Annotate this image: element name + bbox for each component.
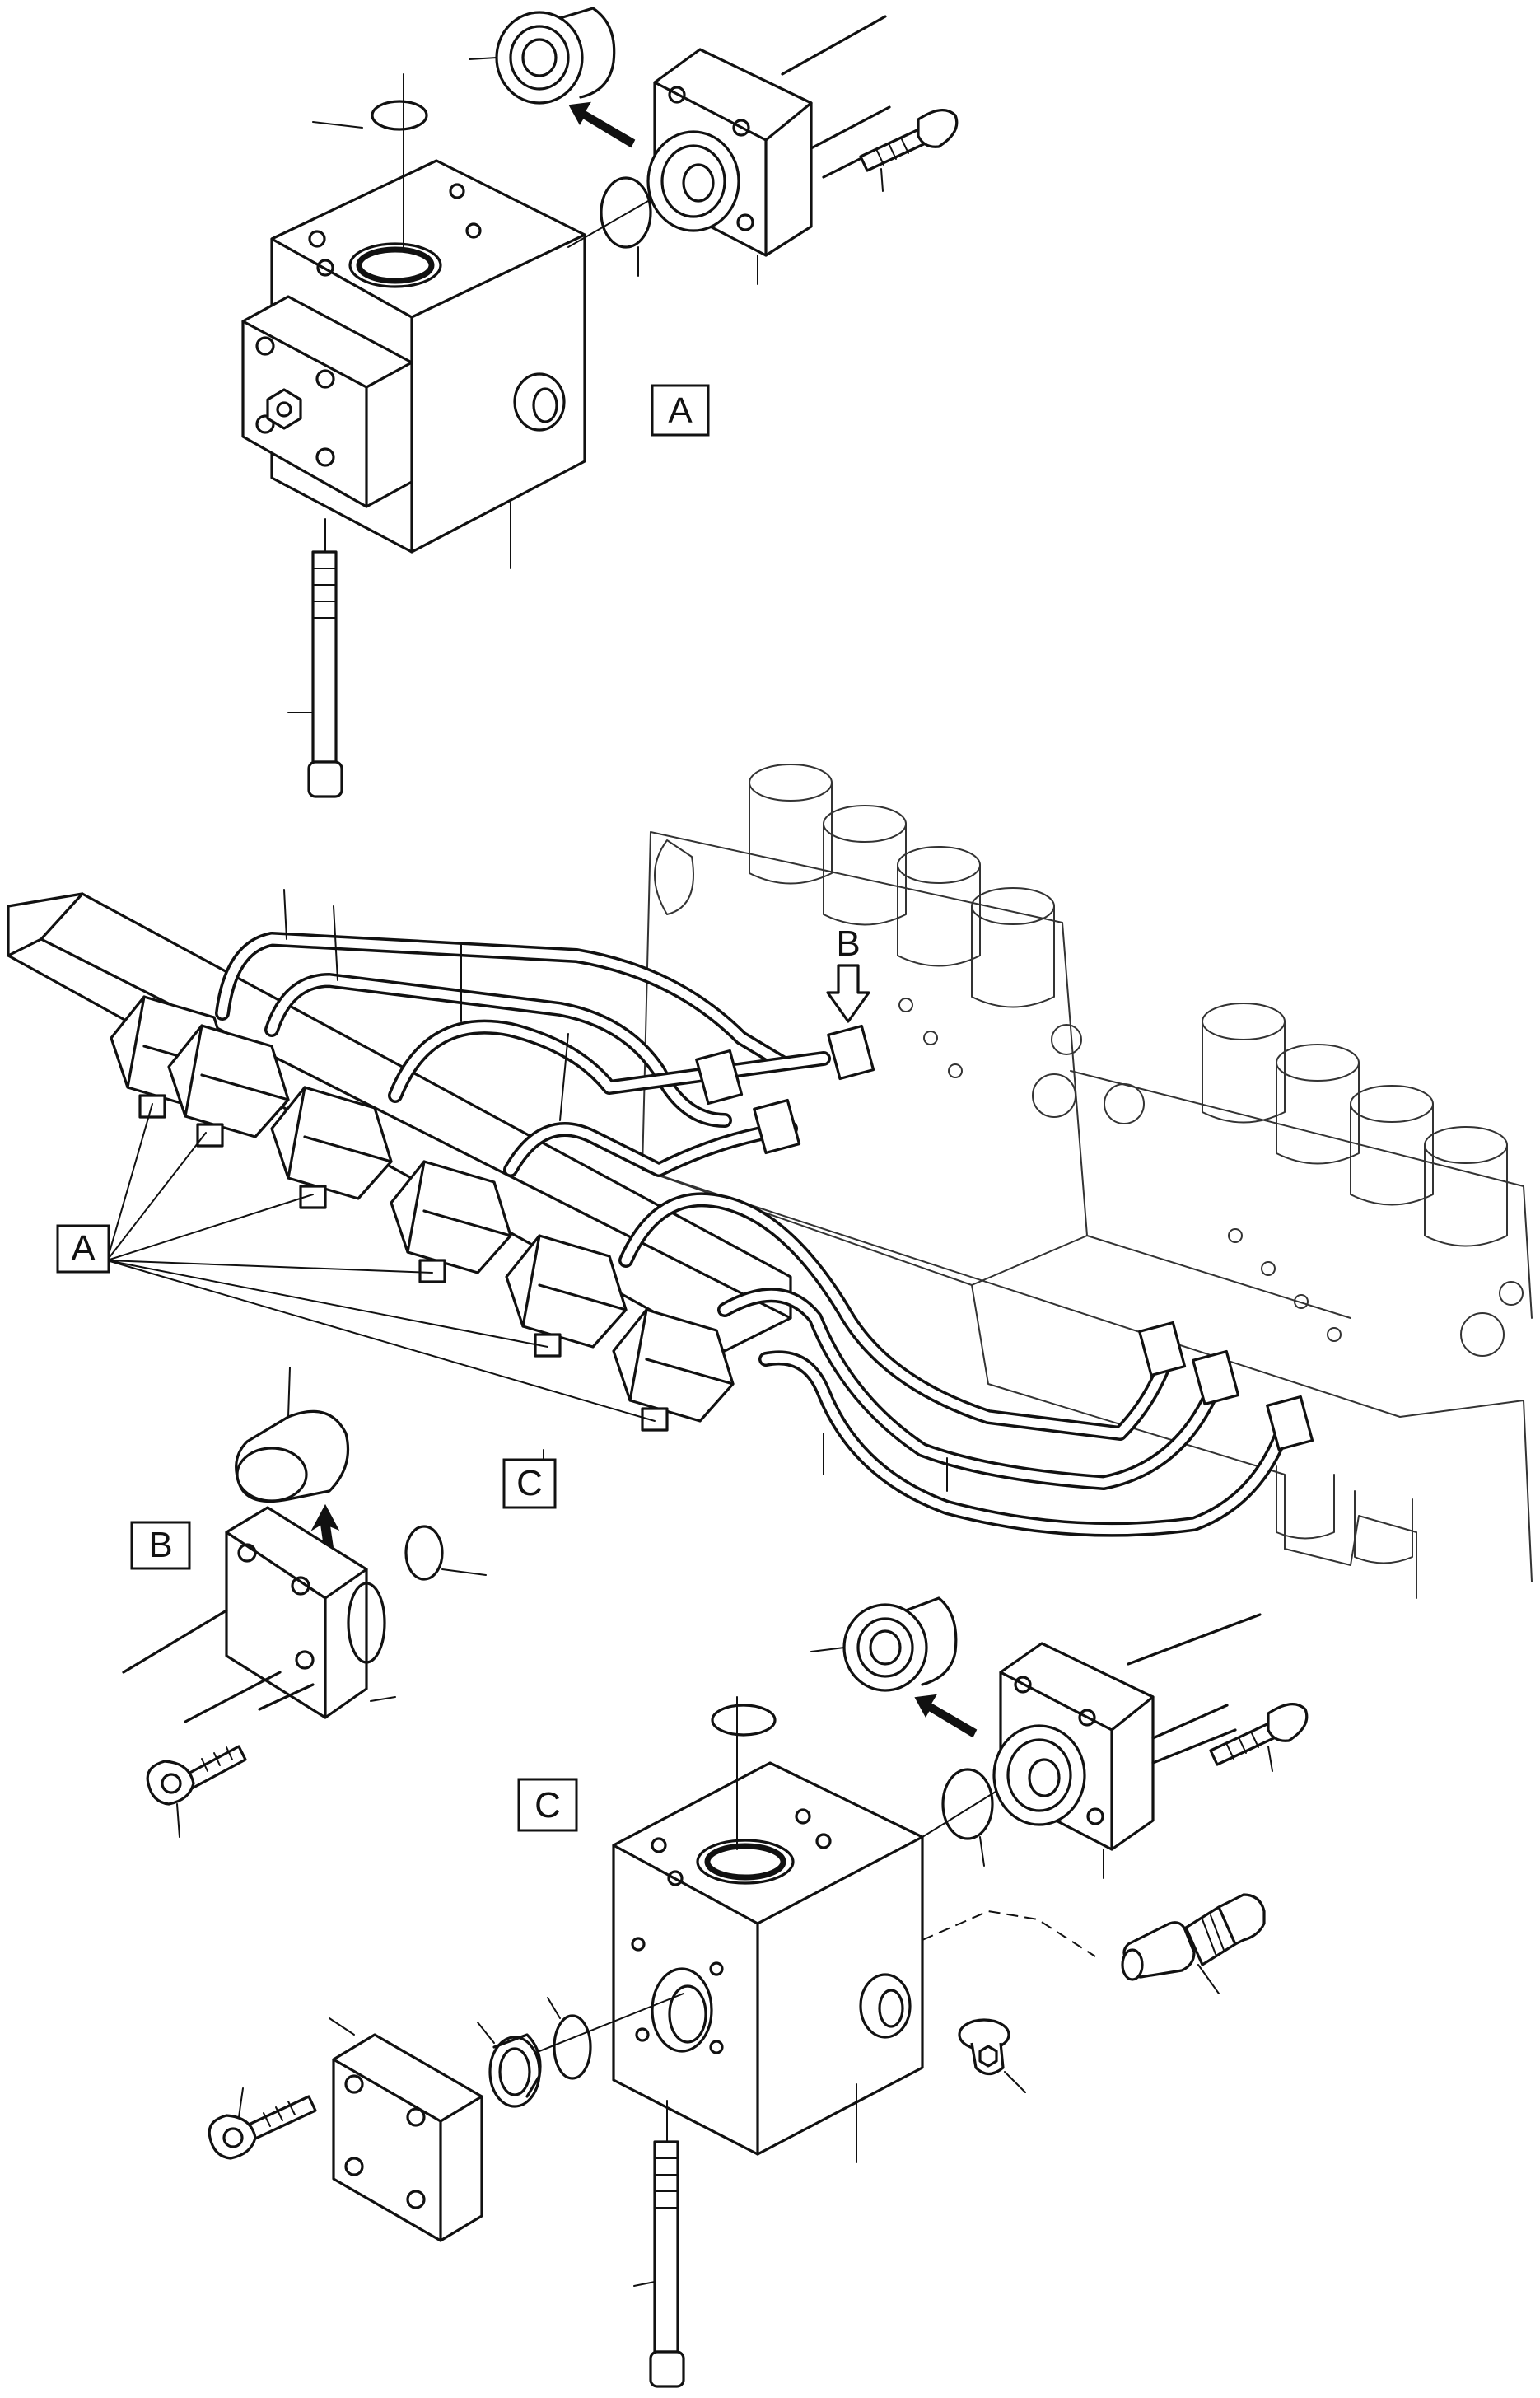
- solenoid-valves: [110, 995, 735, 1432]
- valve-spools-left: [749, 764, 1055, 1008]
- view-a-label-text: A: [668, 390, 693, 431]
- plug-c: [958, 2018, 1026, 2093]
- check-valve-plug-a: [469, 7, 616, 105]
- pipe-c: [1127, 1613, 1262, 1765]
- o-ring-top-c: [711, 1704, 777, 1737]
- bolt-c-left: [208, 2087, 317, 2160]
- flange-c: [992, 1642, 1155, 1879]
- valve-block-a-assembly: A: [241, 7, 959, 798]
- long-bolt-c: [633, 2100, 685, 2388]
- detail-c-label-text: C: [534, 1785, 561, 1825]
- cover-plate-a: [241, 295, 413, 508]
- o-ring-b: [404, 1525, 444, 1581]
- main-c-label-text: C: [516, 1463, 543, 1503]
- flange-a: [646, 48, 813, 285]
- o-ring-side-c: [941, 1768, 994, 1840]
- main-a-label: A: [56, 1224, 110, 1274]
- solenoid-5: [505, 1234, 628, 1358]
- bolt-c: [1209, 1703, 1309, 1772]
- arrow-icon: [568, 101, 636, 148]
- solenoid-manifold: [7, 892, 792, 1353]
- detail-c-assembly: C: [208, 1596, 1309, 2388]
- solenoid-3: [270, 1086, 393, 1209]
- cover-plate-c: [329, 2017, 483, 2242]
- main-assembly: A B C: [7, 764, 1533, 1599]
- solenoid-2: [167, 1024, 290, 1148]
- valve-block-c: [612, 1761, 924, 2156]
- arrow-icon: [914, 1694, 978, 1738]
- flange-b: [225, 1506, 386, 1719]
- bolt-a: [859, 109, 959, 192]
- o-ring-c: [553, 2014, 592, 2080]
- check-valve-plug-b: [235, 1367, 350, 1503]
- control-valve-bank: [642, 764, 1533, 1599]
- bolt-b: [146, 1745, 247, 1838]
- check-valve-plug-c: [810, 1596, 958, 1692]
- o-ring-side-a: [600, 176, 652, 249]
- pipe-flanges: [695, 1024, 1314, 1451]
- detail-b-label-text: B: [148, 1525, 172, 1565]
- pipe-b: [122, 1609, 315, 1723]
- o-ring-top-a: [371, 100, 428, 131]
- long-bolt-a: [287, 518, 343, 798]
- detail-b-label: B: [130, 1521, 191, 1570]
- b-pointer: B: [826, 923, 870, 1023]
- b-pointer-text: B: [836, 923, 860, 964]
- detail-c-label: C: [517, 1778, 578, 1832]
- detail-b-assembly: B: [122, 1367, 487, 1838]
- main-a-label-text: A: [71, 1228, 96, 1269]
- view-a-label: A: [651, 384, 710, 437]
- pressure-switch: [1121, 1893, 1266, 1994]
- solenoid-4: [390, 1160, 512, 1283]
- hydraulic-pipes: [215, 932, 1292, 1537]
- valve-spools-right: [1202, 1003, 1508, 1247]
- check-valve-c: [477, 2022, 542, 2108]
- leaders-a: [106, 1103, 656, 1422]
- main-c-label: C: [502, 1458, 557, 1509]
